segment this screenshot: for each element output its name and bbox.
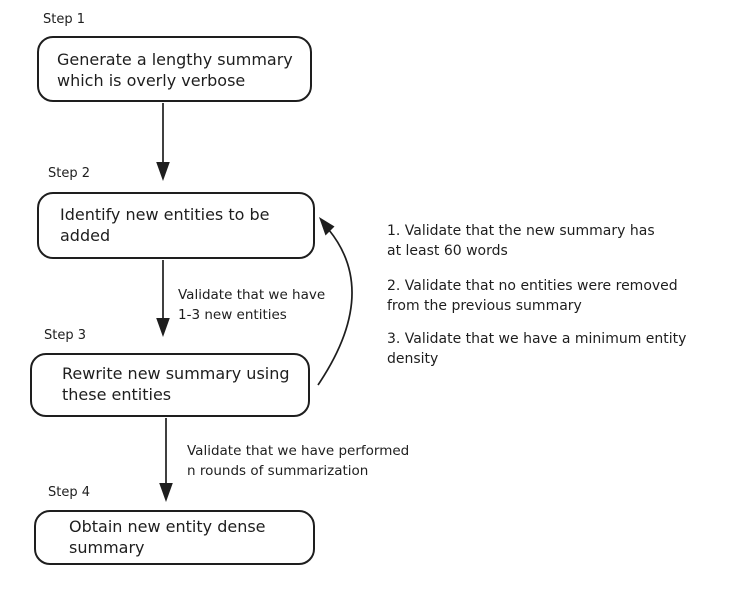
step3-box-text-line1: Rewrite new summary using bbox=[62, 364, 290, 383]
step4-box-text-line1: Obtain new entity dense bbox=[69, 517, 266, 536]
validation-note-2-line2: from the previous summary bbox=[387, 298, 582, 314]
validation-arrow-label-1-line2: 1-3 new entities bbox=[178, 307, 287, 323]
arrow-step1-to-step2 bbox=[156, 103, 170, 181]
validation-arrow-label-1-line1: Validate that we have bbox=[178, 287, 326, 303]
validation-note-2: 2. Validate that no entities were remove… bbox=[387, 276, 678, 316]
step3-box: Rewrite new summary using these entities bbox=[30, 353, 310, 417]
step3-label: Step 3 bbox=[44, 328, 87, 343]
step2-box-text-line1: Identify new entities to be bbox=[60, 205, 270, 224]
validation-note-2-line1: 2. Validate that no entities were remove… bbox=[387, 278, 678, 294]
step4-box: Obtain new entity dense summary bbox=[34, 510, 315, 565]
validation-arrow-label-2-line1: Validate that we have performed bbox=[187, 443, 410, 459]
step1-box: Generate a lengthy summary which is over… bbox=[37, 36, 312, 102]
validation-note-1: 1. Validate that the new summary has at … bbox=[387, 221, 655, 261]
step3-box-text-line2: these entities bbox=[62, 385, 172, 404]
arrow-step1-to-step2-head-icon bbox=[156, 162, 170, 181]
step4-label: Step 4 bbox=[48, 485, 91, 500]
arrow-step2-to-step3 bbox=[156, 260, 170, 337]
step2-box-text-line2: added bbox=[60, 226, 111, 245]
arrow-step2-to-step3-head-icon bbox=[156, 318, 170, 337]
validation-note-3-line1: 3. Validate that we have a minimum entit… bbox=[387, 331, 687, 347]
step2-box: Identify new entities to be added bbox=[37, 192, 315, 259]
validation-note-1-line1: 1. Validate that the new summary has bbox=[387, 223, 655, 239]
validation-note-3: 3. Validate that we have a minimum entit… bbox=[387, 329, 686, 369]
arrow-step3-to-step4 bbox=[159, 418, 173, 502]
validation-arrow-label-2: Validate that we have performed n rounds… bbox=[187, 441, 409, 481]
step1-box-text-line1: Generate a lengthy summary bbox=[57, 50, 293, 69]
step4-box-text-line2: summary bbox=[69, 538, 145, 557]
loop-arrow-head-icon bbox=[319, 217, 335, 236]
step2-label: Step 2 bbox=[48, 166, 91, 181]
arrow-step3-to-step4-head-icon bbox=[159, 483, 173, 502]
validation-note-1-line2: at least 60 words bbox=[387, 243, 508, 259]
validation-note-3-line2: density bbox=[387, 351, 439, 367]
validation-arrow-label-1: Validate that we have 1-3 new entities bbox=[178, 285, 325, 325]
validation-arrow-label-2-line2: n rounds of summarization bbox=[187, 463, 369, 479]
step1-box-text-line2: which is overly verbose bbox=[57, 71, 246, 90]
step1-label: Step 1 bbox=[43, 12, 86, 27]
